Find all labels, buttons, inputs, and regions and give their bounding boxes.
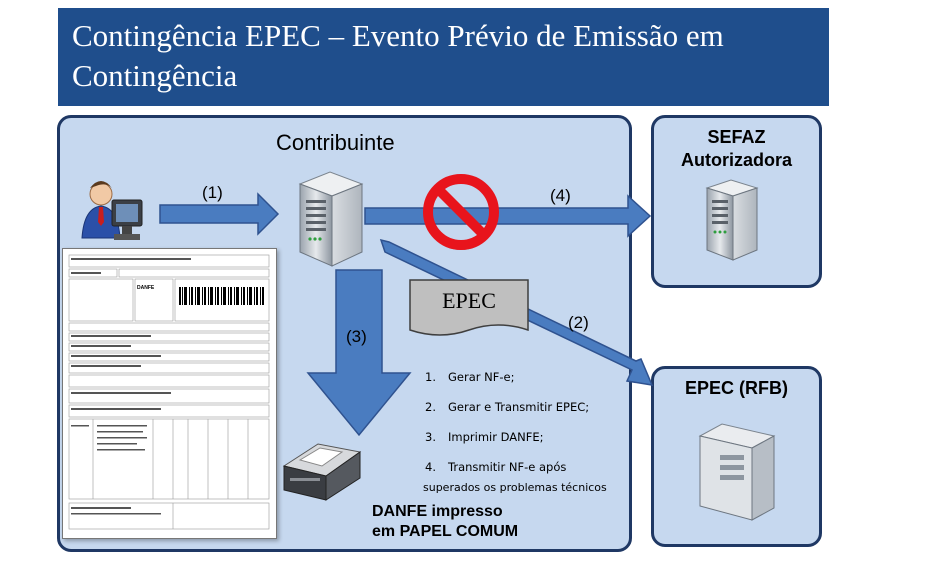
title-bar: Contingência EPEC – Evento Prévio de Emi… (58, 8, 829, 106)
steps-list: 1.Gerar NF-e; 2.Gerar e Transmitir EPEC;… (425, 362, 589, 482)
list-item: 3.Imprimir DANFE; (425, 430, 544, 444)
server-icon (298, 171, 364, 267)
printer-icon (282, 443, 362, 501)
danfe-caption-line2: em PAPEL COMUM (372, 523, 519, 540)
arrow-3 (306, 269, 412, 437)
arrow-1-label: (1) (202, 183, 223, 202)
arrow-3-label: (3) (346, 327, 367, 346)
epec-document-label: EPEC (442, 288, 496, 313)
sefaz-label-line2: Autorizadora (680, 150, 792, 170)
list-item: 2.Gerar e Transmitir EPEC; (425, 400, 590, 414)
epec-rfb-label: EPEC (RFB) (685, 378, 788, 398)
page-title: Contingência EPEC – Evento Prévio de Emi… (72, 18, 724, 93)
contribuinte-label: Contribuinte (276, 130, 395, 155)
arrow-1 (159, 192, 280, 236)
user-at-computer-icon (81, 181, 143, 240)
epec-rfb-panel (651, 366, 822, 547)
arrow-4 (364, 194, 652, 238)
prohibited-icon (423, 174, 499, 250)
danfe-doc-heading: DANFE (137, 285, 155, 291)
danfe-document-image: DANFE (62, 248, 277, 539)
steps-note: superados os problemas técnicos (423, 481, 607, 494)
sefaz-label-line1: SEFAZ (707, 127, 766, 147)
list-item: 1.Gerar NF-e; (425, 370, 515, 384)
arrow-4-label: (4) (550, 186, 571, 205)
epec-document-shape (409, 279, 529, 336)
list-item: 4.Transmitir NF-e após (425, 460, 567, 474)
document-icon: DANFE (68, 254, 270, 530)
sefaz-server-icon (705, 179, 759, 261)
danfe-caption-line1: DANFE impresso (372, 503, 503, 520)
epec-rfb-server-icon (698, 423, 776, 521)
arrow-2-label: (2) (568, 313, 589, 332)
